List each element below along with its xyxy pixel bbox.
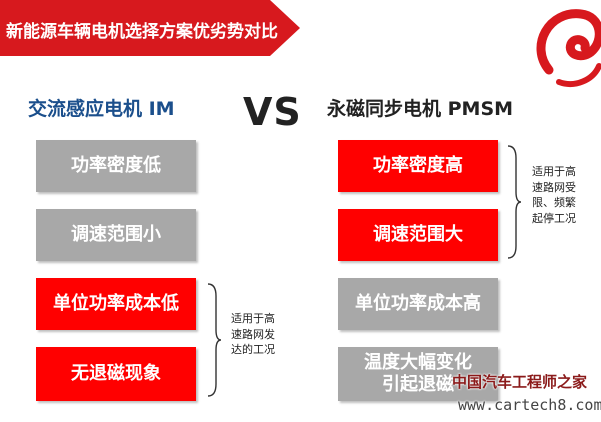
pmsm-item-power-density: 功率密度高 [338, 140, 498, 192]
pmsm-note-brace [507, 145, 522, 259]
pmsm-item-speed-range: 调速范围大 [338, 209, 498, 261]
slide-title: 新能源车辆电机选择方案优劣势对比 [6, 22, 278, 42]
vs-label: VS [243, 90, 302, 134]
im-heading: 交流感应电机 IM [28, 98, 175, 120]
pmsm-heading: 永磁同步电机 PMSM [327, 98, 514, 120]
title-banner: 新能源车辆电机选择方案优劣势对比 [0, 0, 300, 56]
im-item-speed-range: 调速范围小 [36, 209, 196, 261]
im-item-demagnetization: 无退磁现象 [36, 347, 196, 401]
pmsm-item-unit-cost: 单位功率成本高 [338, 278, 498, 330]
pmsm-note: 适用于高 速路网受 限、频繁 起停工况 [532, 165, 576, 225]
logo-icon [536, 9, 601, 87]
im-item-unit-cost: 单位功率成本低 [36, 278, 196, 330]
pmsm-item-demagnetization: 温度大幅变化 引起退磁 [338, 347, 498, 401]
watermark-name: 中国汽车工程师之家 [452, 373, 588, 391]
watermark-url: www.cartech8.com [458, 396, 601, 414]
im-item-power-density: 功率密度低 [36, 140, 196, 192]
im-note: 适用于高 速路网发 达的工况 [231, 312, 275, 356]
im-note-brace [207, 283, 222, 397]
